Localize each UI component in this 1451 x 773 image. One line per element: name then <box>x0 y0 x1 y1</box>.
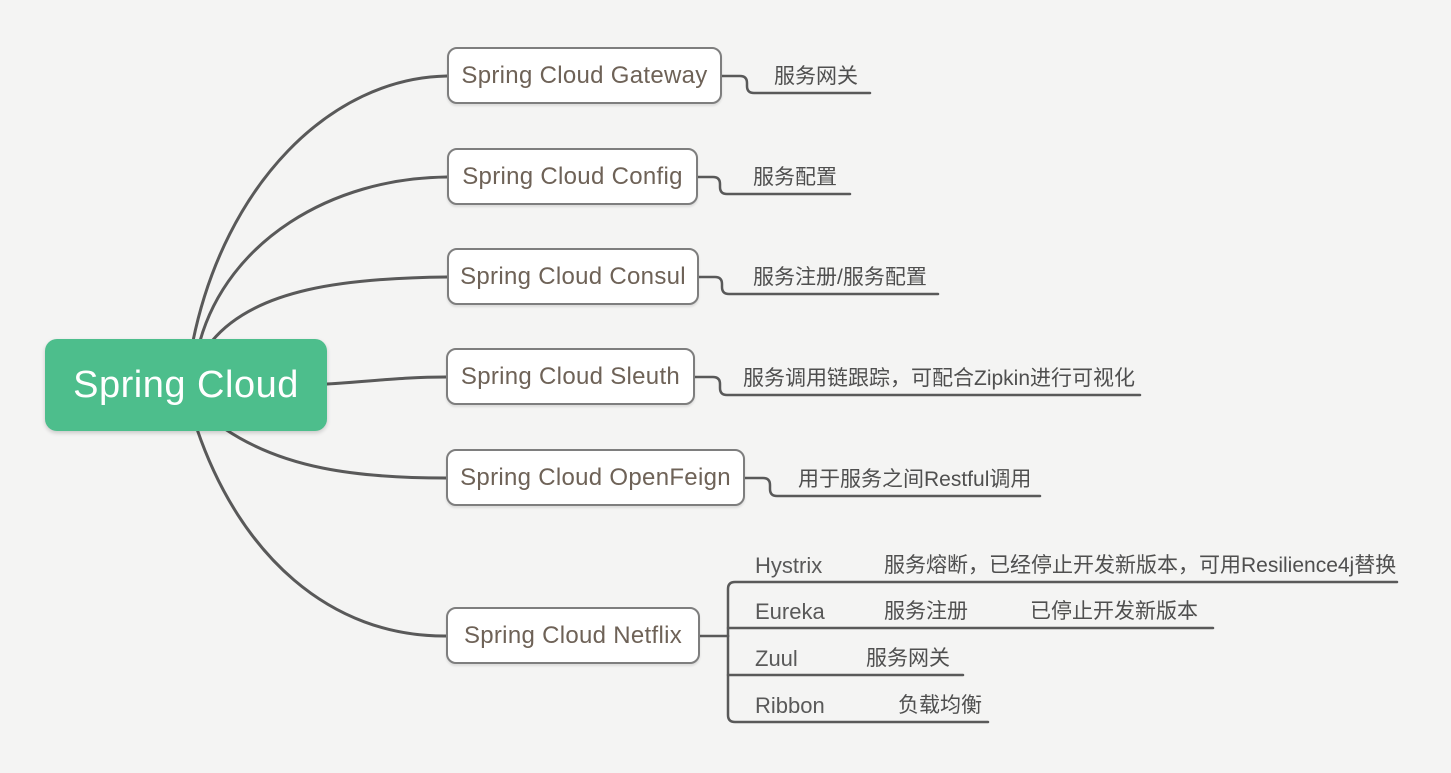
netflix-child-ribbon[interactable]: Ribbon <box>755 693 825 718</box>
topic-label: Spring Cloud OpenFeign <box>460 463 731 491</box>
note-connector-consul <box>697 275 940 296</box>
netflix-child-hystrix[interactable]: Hystrix <box>755 553 823 578</box>
topic-label: Spring Cloud Sleuth <box>460 362 681 390</box>
netflix-child-hystrix-note[interactable]: 服务熔断，已经停止开发新版本，可用Resilience4j替换 <box>884 554 1397 577</box>
topic-node-consul[interactable]: Spring Cloud Consul <box>447 248 699 305</box>
topic-label: Spring Cloud Gateway <box>461 61 708 89</box>
note-connector-openfeign <box>743 476 1042 498</box>
root-label: Spring Cloud <box>73 363 299 406</box>
note-connector-gateway <box>720 74 872 95</box>
note-connector-config <box>696 175 852 196</box>
branch-curve-consul <box>210 275 449 343</box>
netflix-trunk-bottom-ribbon-underline <box>726 634 990 724</box>
topic-node-sleuth[interactable]: Spring Cloud Sleuth <box>446 348 695 405</box>
topic-label: Spring Cloud Config <box>462 162 683 190</box>
netflix-trunk-top-hystrix-underline <box>726 580 1399 638</box>
note-openfeign[interactable]: 用于服务之间Restful调用 <box>798 468 1032 491</box>
netflix-child-zuul-note[interactable]: 服务网关 <box>866 647 950 670</box>
netflix-child-eureka[interactable]: Eureka <box>755 599 825 624</box>
note-consul[interactable]: 服务注册/服务配置 <box>753 266 927 289</box>
root-node-spring-cloud[interactable]: Spring Cloud <box>45 339 327 431</box>
branch-curve-sleuth <box>325 375 448 386</box>
netflix-child-zuul[interactable]: Zuul <box>755 646 798 671</box>
netflix-child-ribbon-note[interactable]: 负载均衡 <box>898 694 982 717</box>
netflix-child-eureka-note-2[interactable]: 已停止开发新版本 <box>1030 600 1198 623</box>
topic-node-config[interactable]: Spring Cloud Config <box>447 148 698 205</box>
note-connector-sleuth <box>693 375 1142 397</box>
note-config[interactable]: 服务配置 <box>753 166 837 189</box>
branch-curve-config <box>198 175 449 343</box>
topic-node-gateway[interactable]: Spring Cloud Gateway <box>447 47 722 104</box>
topic-label: Spring Cloud Netflix <box>463 621 683 649</box>
topic-label: Spring Cloud Consul <box>460 262 686 290</box>
note-sleuth[interactable]: 服务调用链跟踪，可配合Zipkin进行可视化 <box>743 367 1136 390</box>
topic-node-netflix[interactable]: Spring Cloud Netflix <box>446 607 700 664</box>
branch-curve-gateway <box>191 74 449 343</box>
topic-node-openfeign[interactable]: Spring Cloud OpenFeign <box>446 449 745 506</box>
note-gateway[interactable]: 服务网关 <box>774 65 858 88</box>
netflix-child-eureka-note[interactable]: 服务注册 <box>884 600 968 623</box>
branch-curve-openfeign <box>223 427 448 480</box>
branch-curve-netflix <box>195 427 448 638</box>
